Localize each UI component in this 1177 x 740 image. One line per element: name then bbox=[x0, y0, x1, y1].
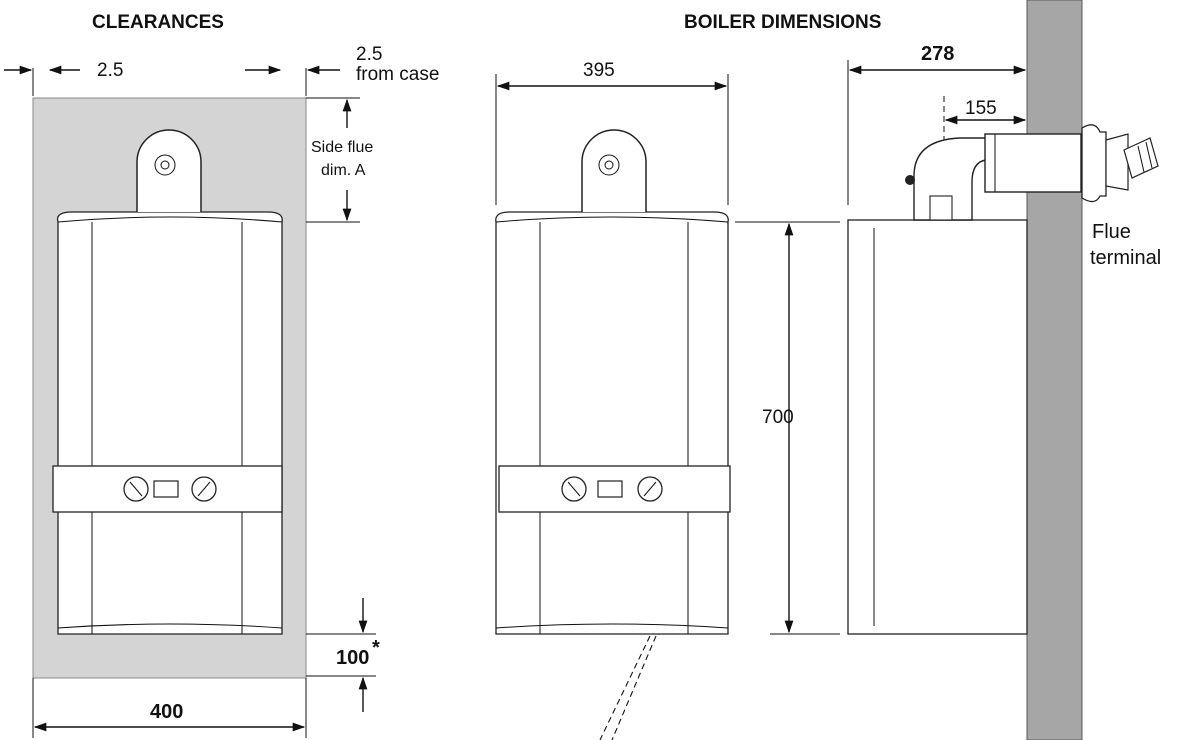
bottom-clearance-asterisk: * bbox=[372, 637, 380, 659]
display-window bbox=[597, 480, 623, 498]
clearances-view: 2.5 2.5 from case Side flue dim. A 100 *… bbox=[4, 44, 439, 738]
clearances-heading: CLEARANCES bbox=[92, 12, 224, 33]
clearance-width: 400 bbox=[150, 701, 183, 723]
display-window bbox=[153, 480, 179, 498]
top-clearance-label-2: dim. A bbox=[321, 162, 366, 179]
flue-terminal-label: Flue bbox=[1092, 221, 1131, 243]
flue-offset: 155 bbox=[965, 98, 997, 119]
wall bbox=[1026, 0, 1083, 740]
bottom-clearance: 100 bbox=[336, 647, 369, 669]
boiler-depth: 278 bbox=[921, 43, 954, 65]
flue-terminal-label-2: terminal bbox=[1090, 247, 1161, 269]
condensate-pipe bbox=[599, 635, 657, 740]
boiler-dimensions-heading: BOILER DIMENSIONS bbox=[684, 12, 881, 33]
side-clearance-right-note: from case bbox=[356, 64, 439, 85]
boiler-side-view: 278 155 Flue terminal bbox=[847, 0, 1161, 740]
flue-turret bbox=[136, 129, 202, 212]
boiler-side-body bbox=[847, 219, 1028, 635]
boiler-front-view: 395 700 bbox=[495, 60, 840, 740]
flue-terminal bbox=[1081, 124, 1159, 203]
flue-pipe bbox=[984, 133, 1082, 193]
side-clearance-left: 2.5 bbox=[97, 60, 123, 81]
side-clearance-right: 2.5 bbox=[356, 44, 382, 65]
boiler-width: 395 bbox=[583, 60, 615, 81]
boiler-height: 700 bbox=[762, 407, 794, 428]
flue-elbow bbox=[905, 137, 1001, 221]
flue-turret bbox=[581, 129, 647, 212]
boiler-front-left bbox=[52, 129, 283, 635]
top-clearance-label: Side flue bbox=[311, 139, 373, 156]
